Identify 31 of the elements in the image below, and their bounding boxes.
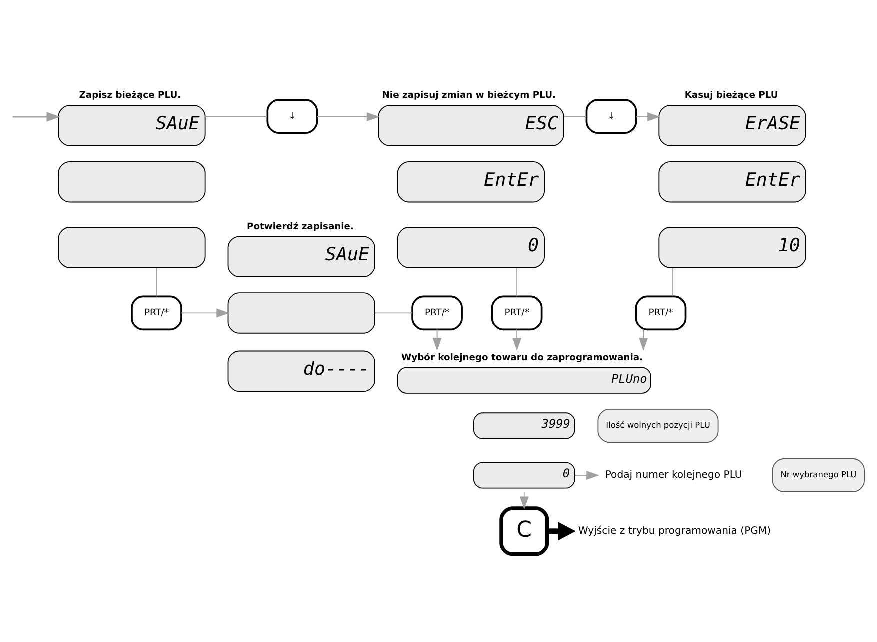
arrow [548,522,576,541]
arrow [639,329,648,352]
node-box: Nr wybranego PLU [772,458,865,492]
node-box: C [500,506,550,556]
node-text: Podaj numer kolejnego PLU [605,470,742,482]
connector [204,116,268,118]
arrow [574,471,600,480]
connector [156,268,158,298]
node-label: Potwierdź zapisanie. [247,221,354,232]
arrow [316,112,380,122]
node-box: Ilość wolnych pozycji PLU [598,409,719,443]
node-box: PRT/* [412,296,463,331]
node-text: Wyjście z trybu programowania (PGM) [578,526,772,537]
connector [564,116,588,118]
connector [374,312,413,314]
arrow [636,112,660,122]
node-box: PRT/* [131,296,182,331]
node-label: Zapisz bieżące PLU. [79,90,182,102]
node-label: Kasuj bieżące PLU [684,90,778,102]
arrow [520,492,529,510]
arrow [512,329,522,352]
node-label: Wybór kolejnego towaru do zaprogramowania. [402,352,643,364]
node-box: ↓ [266,99,318,134]
connector [516,268,518,298]
connector [672,268,673,298]
node-box: ↓ [586,99,638,134]
arrow [181,308,230,318]
node-box: PRT/* [635,296,687,331]
node-label: Nie zapisuj zmian w bieżcym PLU. [382,90,556,102]
node-box: PRT/* [491,296,543,331]
arrow [12,112,61,122]
